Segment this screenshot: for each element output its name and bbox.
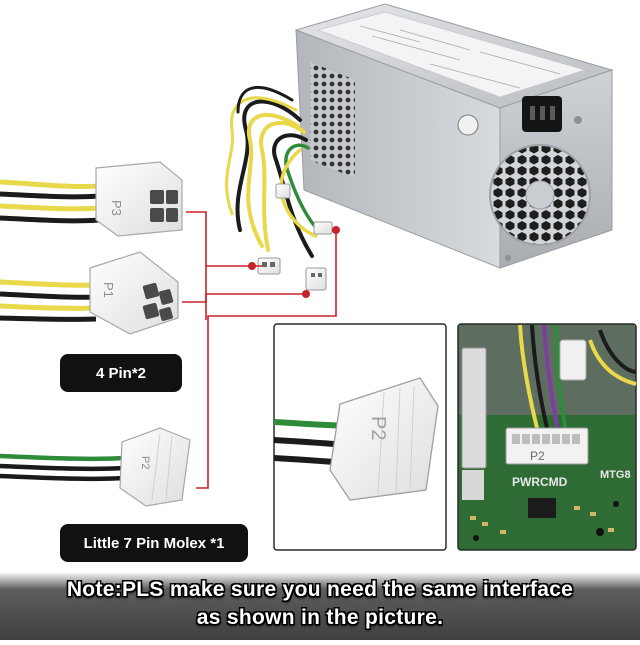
power-supply-unit	[294, 3, 614, 269]
psu-sticker-round	[457, 114, 479, 136]
p3-wires	[0, 179, 101, 224]
label-molex: Little 7 Pin Molex *1	[60, 524, 248, 562]
screw-icon	[574, 116, 582, 124]
p2-board-mark: P2	[530, 449, 545, 463]
fan-grille	[489, 144, 591, 246]
p3-mark: P3	[109, 200, 124, 216]
leader-dots	[248, 226, 340, 298]
screw-icon	[505, 255, 511, 261]
small-connector-mid	[305, 267, 327, 291]
note-line-1: Note:PLS make sure you need the same int…	[66, 578, 574, 601]
note-line-2: as shown in the picture.	[196, 606, 444, 629]
small-connector-left	[257, 257, 281, 275]
small-connector-right	[313, 221, 333, 235]
motherboard-inset: P2 PWRCMD MTG8	[457, 323, 637, 551]
p2-connector-small: P2	[119, 427, 191, 507]
p1-connector: P1	[89, 251, 179, 335]
p1-wires	[0, 279, 97, 322]
p2-small-mark: P2	[139, 456, 151, 469]
p1-mark: P1	[101, 282, 116, 298]
pwrcmd-mark: PWRCMD	[512, 475, 568, 489]
note-banner	[0, 572, 640, 640]
leader-lines	[182, 211, 337, 489]
molex-closeup-inset: P2	[273, 323, 447, 551]
label-four-pin: 4 Pin*2	[60, 354, 182, 392]
small-connector-top	[275, 183, 291, 199]
ac-inlet	[522, 96, 562, 132]
cable-bundle	[225, 86, 322, 258]
board-code-mark: MTG8	[600, 469, 631, 481]
p3-connector: P3	[95, 161, 183, 237]
p2-large-mark: P2	[367, 416, 389, 440]
p2-wires	[0, 453, 125, 482]
